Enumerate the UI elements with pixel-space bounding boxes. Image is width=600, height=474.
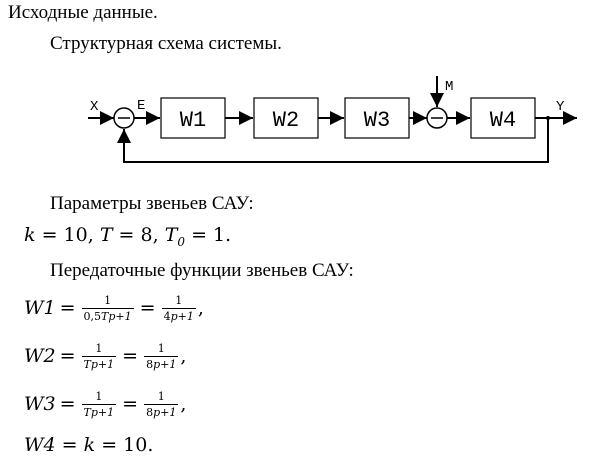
fraction-numerator: 1 (95, 389, 103, 403)
fraction-denominator: 8p+1 (144, 355, 179, 371)
block-w3-label: W3 (364, 108, 390, 133)
equals-sign: = (122, 393, 139, 415)
tf-w3-fraction-1: 1 Tp+1 (81, 389, 117, 419)
equals-sign: = (118, 224, 135, 246)
param-t0-val: 1. (213, 224, 232, 246)
equals-sign: = (191, 224, 207, 246)
tf-w1-fraction-2: 1 4p+1 (161, 293, 196, 323)
block-w3 (344, 97, 410, 139)
block-w2-label: W2 (273, 108, 299, 133)
block-w1-label: W1 (180, 108, 206, 133)
comma: , (180, 345, 187, 367)
den-rest: p+1 (170, 309, 194, 323)
fraction-denominator: Tp+1 (81, 403, 117, 419)
den-rest: Tp+1 (101, 309, 132, 323)
equals-sign: = (41, 224, 58, 246)
tf-w4-k: k (83, 434, 96, 456)
equals-sign: = (139, 297, 156, 319)
fraction-numerator: 1 (157, 389, 165, 403)
equals-sign: = (59, 393, 76, 415)
tf-w3: W3 = 1 Tp+1 = 1 8p+1 , (24, 386, 186, 422)
feedback-line (117, 118, 549, 163)
param-t0-sub: 0 (177, 234, 186, 249)
tf-w4-val: 10. (123, 434, 154, 456)
comma: , (180, 393, 187, 415)
tf-w2-fraction-1: 1 Tp+1 (81, 341, 117, 371)
input-label: X (90, 99, 99, 115)
tf-caption: Передаточные функции звеньев САУ: (50, 260, 354, 281)
output-label: Y (556, 99, 565, 115)
comma: , (197, 297, 204, 319)
tf-w2-name: W2 (24, 345, 56, 367)
equals-sign: = (61, 434, 78, 456)
den-coef: 0,5 (83, 309, 102, 323)
feedback-node (546, 116, 550, 120)
fraction-numerator: 1 (157, 341, 165, 355)
tf-w4-name: W4 (24, 434, 56, 456)
den-rest: p+1 (153, 357, 177, 371)
fraction-denominator: 0,5Tp+1 (81, 307, 134, 323)
error-label: E (137, 98, 145, 114)
tf-w3-name: W3 (24, 393, 56, 415)
equals-sign: = (122, 345, 139, 367)
fraction-denominator: 8p+1 (144, 403, 179, 419)
comma: , (152, 224, 159, 246)
param-t-var: T (99, 224, 113, 246)
param-t-val: 8 (140, 224, 153, 246)
tf-w3-fraction-2: 1 8p+1 (144, 389, 179, 419)
fraction-numerator: 1 (95, 341, 103, 355)
den-rest: p+1 (153, 405, 177, 419)
disturbance-label: M (445, 79, 453, 95)
fraction-numerator: 1 (104, 293, 112, 307)
tf-w2-fraction-2: 1 8p+1 (144, 341, 179, 371)
fraction-denominator: 4p+1 (161, 307, 196, 323)
params-caption: Параметры звеньев САУ: (50, 193, 254, 214)
den-coef: 8 (146, 405, 154, 419)
param-k-var: k (24, 224, 36, 246)
diagram-caption: Структурная схема системы. (50, 33, 282, 54)
param-t0-var: T (164, 224, 178, 246)
equals-sign: = (101, 434, 118, 456)
block-w4-label: W4 (490, 108, 516, 133)
param-k-val: 10 (63, 224, 88, 246)
den-coef: 8 (146, 357, 154, 371)
fraction-denominator: Tp+1 (81, 355, 117, 371)
tf-w1-name: W1 (24, 297, 56, 319)
params-equation: k = 10, T = 8, T0 = 1. (24, 224, 231, 249)
block-w1 (160, 97, 226, 139)
tf-w2: W2 = 1 Tp+1 = 1 8p+1 , (24, 338, 186, 374)
equals-sign: = (59, 297, 76, 319)
den-coef: 4 (163, 309, 171, 323)
tf-w4: W4 = k = 10. (24, 434, 153, 456)
section-heading: Исходные данные. (8, 2, 158, 23)
comma: , (87, 224, 94, 246)
structure-diagram: X E W1 W2 W3 M W4 Y (88, 76, 577, 163)
equals-sign: = (59, 345, 76, 367)
tf-w1-fraction-1: 1 0,5Tp+1 (81, 293, 134, 323)
tf-w1: W1 = 1 0,5Tp+1 = 1 4p+1 , (24, 290, 204, 326)
fraction-numerator: 1 (175, 293, 183, 307)
